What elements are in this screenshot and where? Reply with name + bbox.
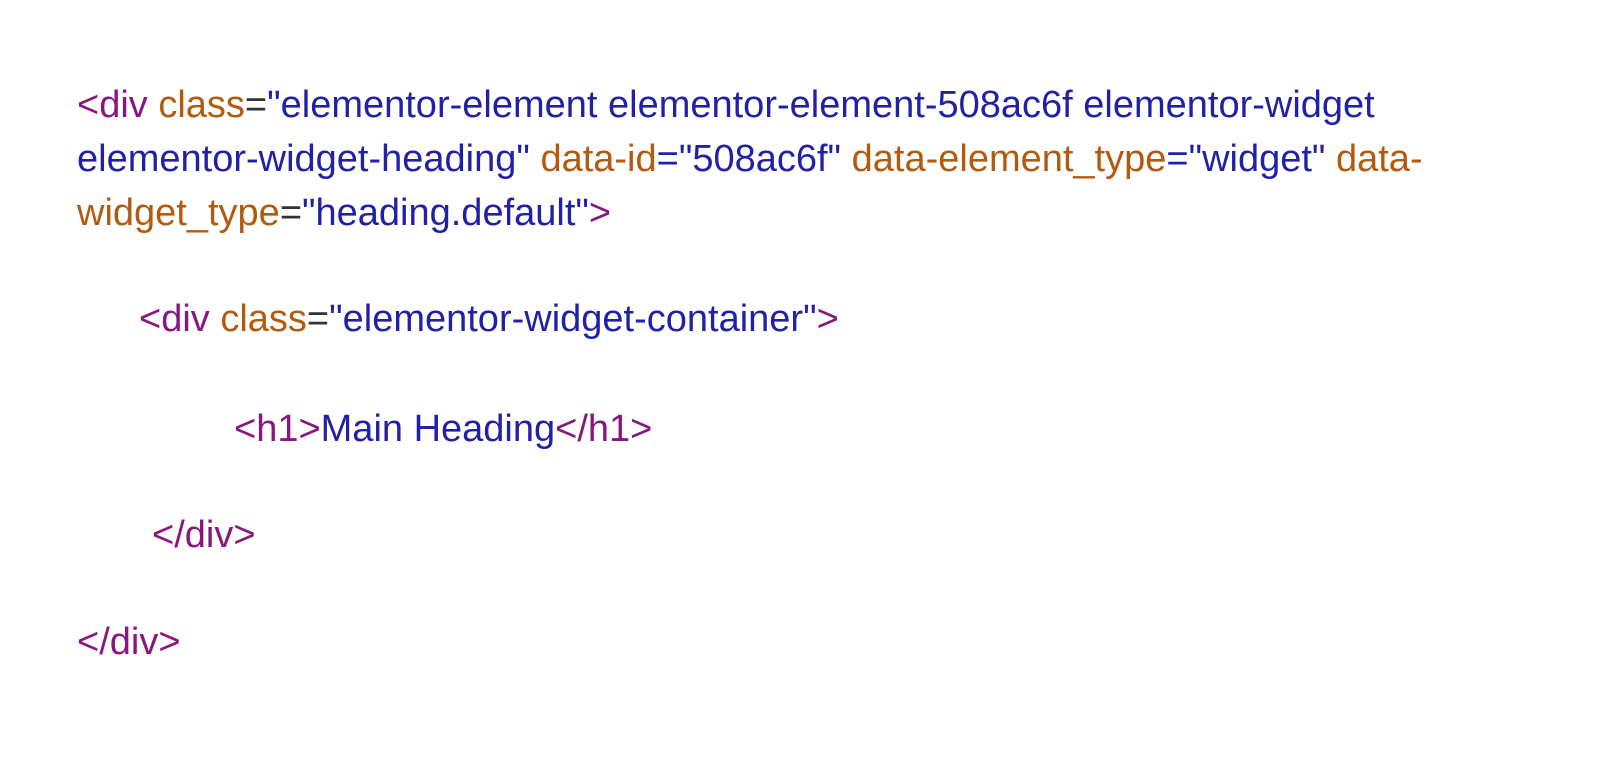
tag-open: <div [139, 298, 210, 340]
attr-equals: = [306, 298, 330, 340]
attr-name: data-widget_type [77, 138, 1423, 234]
attr-value: "elementor-widget-container" [329, 298, 817, 340]
inner-div-close-line: </div> [152, 508, 256, 562]
tag-open: <div [77, 84, 148, 126]
h1-close-tag: </h1> [555, 408, 653, 450]
attr-name: class [220, 298, 307, 340]
attr-name: data-element_type [851, 138, 1167, 180]
attr-equals: = [656, 138, 679, 180]
inner-div-open-line: <div class="elementor-widget-container"> [139, 292, 839, 346]
div-close-tag: </div> [77, 621, 181, 663]
attr-value: "heading.default" [302, 192, 589, 234]
div-close-tag: </div> [152, 514, 256, 556]
tag-end: > [816, 298, 839, 340]
attr-equals: = [244, 84, 268, 126]
attr-name: data-id [540, 138, 657, 180]
outer-div-close-line: </div> [77, 615, 181, 669]
heading-text: Main Heading [320, 408, 556, 450]
outer-div-open-line: <div class="elementor-element elementor-… [77, 78, 1537, 240]
attr-value: "elementor-element elementor-element-508… [77, 84, 1386, 180]
h1-open-tag: <h1> [234, 408, 321, 450]
attr-equals: = [1166, 138, 1189, 180]
attr-name: class [158, 84, 245, 126]
attr-equals: = [279, 192, 303, 234]
attr-value: "508ac6f" [678, 138, 842, 180]
tag-end: > [588, 192, 612, 234]
attr-value: "widget" [1188, 138, 1326, 180]
heading-line: <h1>Main Heading</h1> [234, 402, 652, 456]
